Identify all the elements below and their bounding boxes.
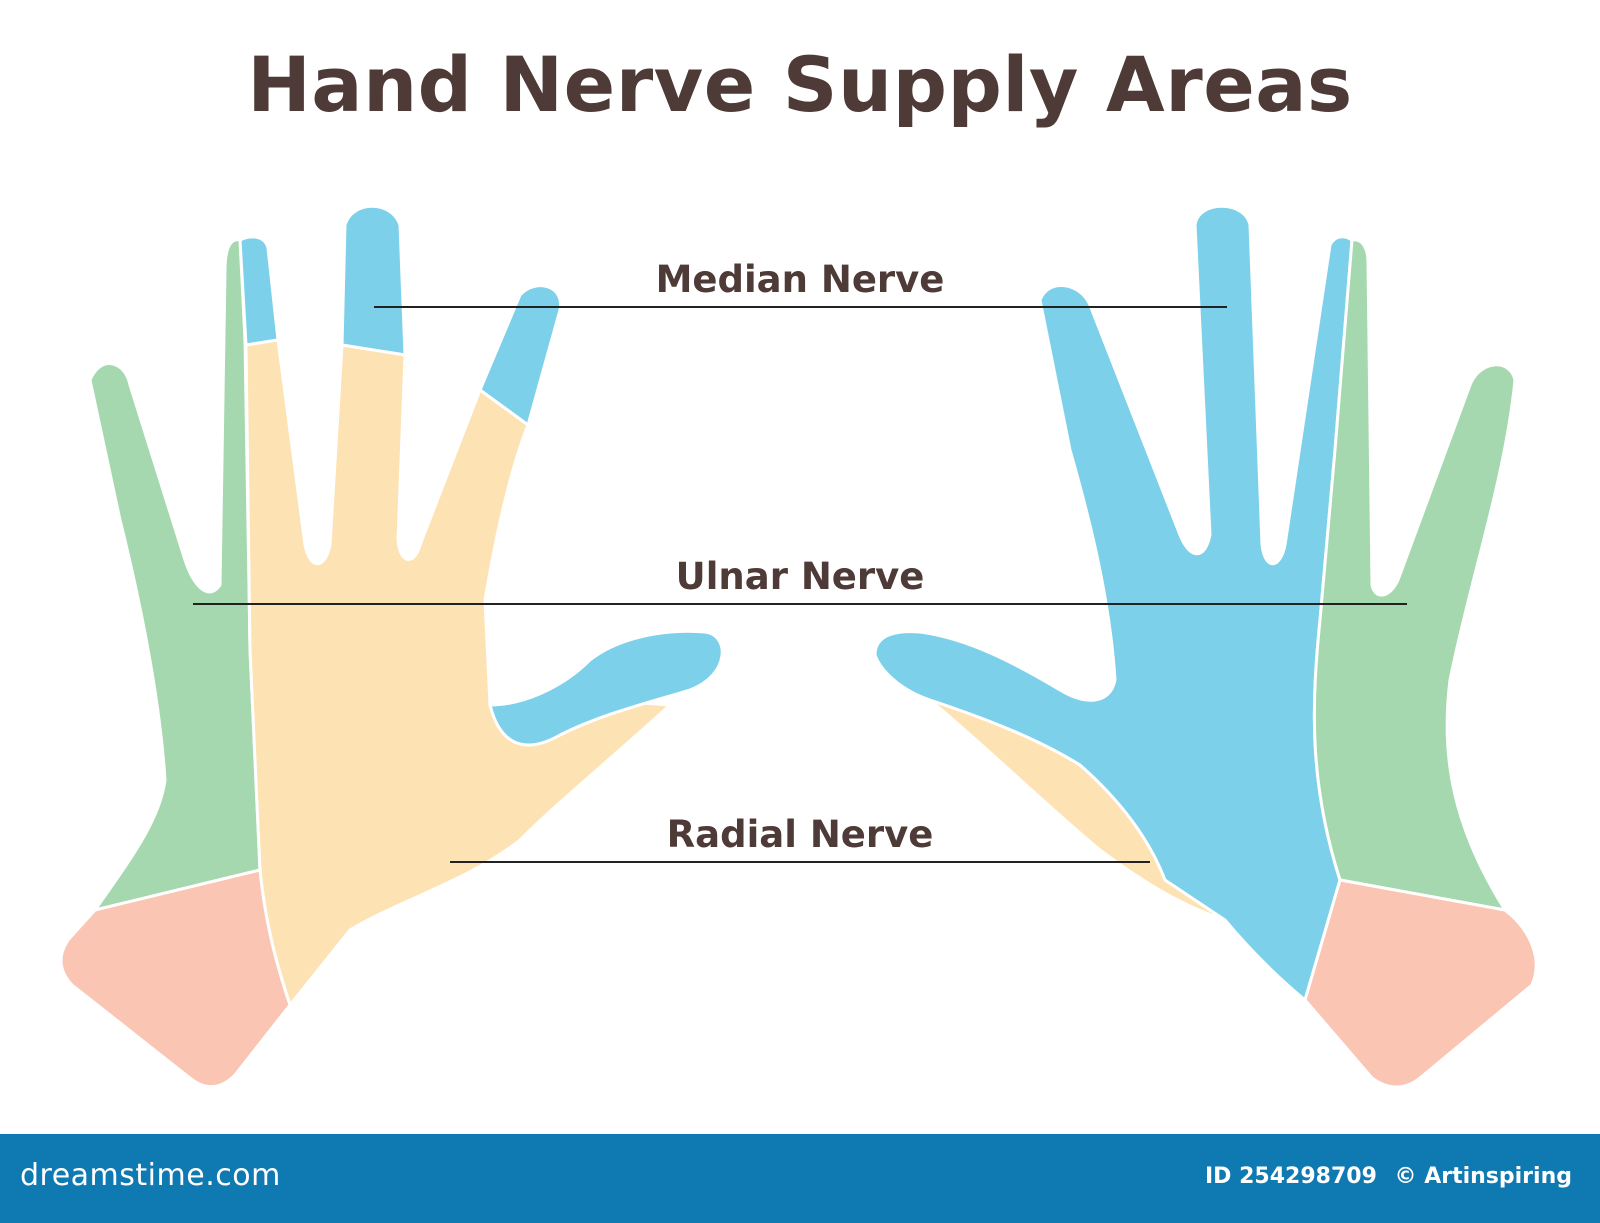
left-ulnar-area [88,238,262,913]
hands-illustration [59,204,1538,1089]
right-ulnar-area [1312,238,1517,913]
left-median-ring-tip [238,235,280,347]
footer-brand[interactable]: dreamstime.com [20,1158,281,1193]
footer-bar: dreamstime.com ID 254298709 © Artinspiri… [0,1134,1600,1223]
left-median-middle-tip [340,204,407,357]
ulnar-nerve-label: Ulnar Nerve [675,555,925,598]
footer-credit: ID 254298709 © Artinspiring [1195,1164,1572,1189]
left-wrist [59,868,292,1089]
left-median-index-tip [478,284,562,428]
radial-nerve-label: Radial Nerve [666,813,934,856]
left-median-thumb [488,629,724,747]
left-hand [59,204,724,1089]
author-credit[interactable]: © Artinspiring [1394,1164,1572,1189]
page-title: Hand Nerve Supply Areas [247,40,1353,129]
right-hand [873,204,1538,1089]
right-wrist [1303,878,1538,1089]
median-nerve-label: Median Nerve [655,258,945,301]
image-id: ID 254298709 [1205,1164,1377,1189]
